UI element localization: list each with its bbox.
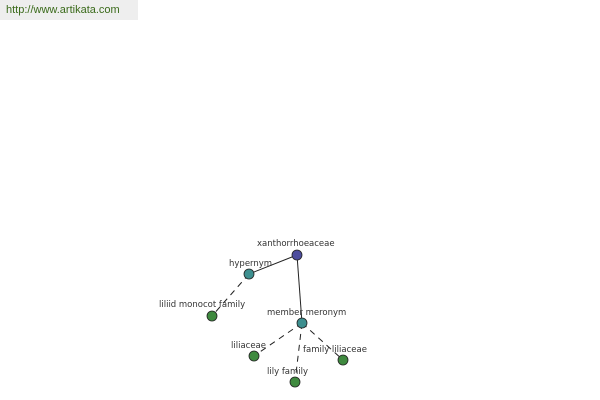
label-family-liliaceae: family liliaceae: [303, 345, 367, 355]
edge-meronym-liliaceae: [253, 322, 303, 357]
label-hypernym: hypernym: [229, 259, 272, 269]
node-member-meronym[interactable]: [296, 317, 308, 329]
label-liliaceae: liliaceae: [231, 341, 266, 351]
edge-root-member-meronym: [296, 254, 303, 324]
label-member-meronym: member meronym: [267, 308, 346, 318]
node-root[interactable]: [291, 249, 303, 261]
label-lily-family: lily family: [267, 367, 308, 377]
edge-hypernym-liliid: [211, 273, 250, 317]
node-family-liliaceae[interactable]: [337, 354, 349, 366]
node-liliaceae[interactable]: [248, 350, 260, 362]
site-url-link[interactable]: http://www.artikata.com: [6, 4, 120, 16]
edge-meronym-family-liliaceae: [301, 322, 344, 361]
edge-meronym-lily-family: [294, 322, 303, 383]
node-hypernym[interactable]: [243, 268, 255, 280]
node-lily-family[interactable]: [289, 376, 301, 388]
edge-root-hypernym: [248, 254, 298, 275]
label-root: xanthorrhoeaceae: [257, 239, 335, 249]
header-bar: http://www.artikata.com: [0, 0, 138, 20]
node-liliid[interactable]: [206, 310, 218, 322]
label-liliid: liliid monocot family: [159, 300, 245, 310]
